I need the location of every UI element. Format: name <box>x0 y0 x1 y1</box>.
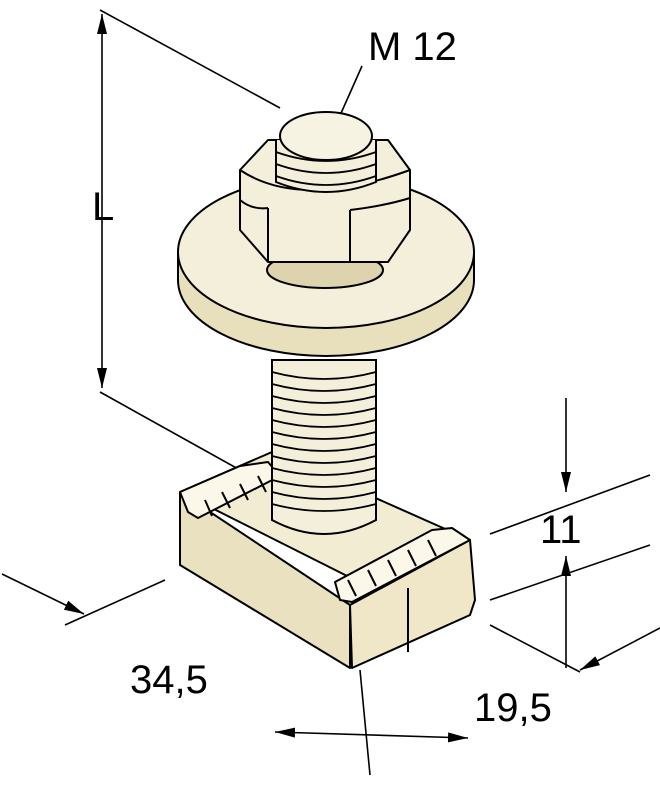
depth-side-arrow <box>579 627 660 671</box>
right-groove-teeth <box>347 539 437 597</box>
channel-nut-front-face <box>179 491 351 669</box>
width-label: 34,5 <box>130 658 208 702</box>
bolt-shank <box>271 359 377 535</box>
height-top-extension <box>489 474 651 535</box>
bolt-tip-end <box>279 111 373 161</box>
length-top-extension <box>99 9 281 109</box>
height-label: 11 <box>540 508 582 552</box>
height-bottom-extension <box>489 544 651 601</box>
dimension-lines <box>1 9 660 776</box>
right-groove <box>334 527 471 603</box>
depth-left-extension <box>359 669 371 776</box>
bolt <box>271 359 377 535</box>
length-bottom-extension <box>99 391 241 471</box>
thread-size-label: M 12 <box>368 25 457 69</box>
length-label: L <box>92 185 115 229</box>
bolt-tip <box>275 111 377 193</box>
bolt-threads <box>271 371 377 512</box>
channel-nut <box>179 451 476 669</box>
depth-right-extension <box>489 624 581 673</box>
width-left-extension <box>64 579 166 626</box>
depth-label: 19,5 <box>474 686 552 730</box>
depth-dimension-line <box>274 727 469 743</box>
width-arrow <box>1 573 85 615</box>
thread-leader-line <box>337 65 363 121</box>
left-groove-teeth <box>204 475 267 517</box>
